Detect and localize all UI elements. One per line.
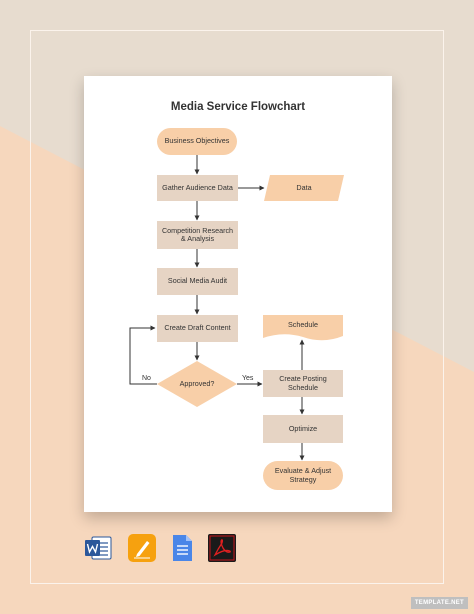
- label-approved: Approved?: [179, 378, 215, 388]
- node-optimize: [263, 415, 343, 443]
- pdf-icon[interactable]: [208, 534, 236, 562]
- label-create-posting-schedule: Create Posting Schedule: [279, 374, 327, 392]
- node-gather-audience-data: [157, 175, 238, 201]
- label-evaluate-adjust: Evaluate & Adjust Strategy: [274, 466, 332, 484]
- node-data: [264, 175, 344, 201]
- word-icon[interactable]: [84, 534, 112, 562]
- decorative-frame: [30, 30, 444, 584]
- pages-icon[interactable]: [128, 534, 156, 562]
- node-competition-research: [157, 221, 238, 249]
- label-optimize: Optimize: [288, 423, 318, 433]
- edge-label-yes: Yes: [242, 375, 254, 382]
- node-evaluate-adjust: [263, 461, 343, 490]
- label-schedule: Schedule: [288, 320, 318, 330]
- label-data: Data: [296, 182, 312, 192]
- node-create-posting-schedule: [263, 370, 343, 397]
- label-gather-audience-data: Gather Audience Data: [162, 182, 233, 192]
- edge-label-no: No: [142, 375, 151, 382]
- label-business-objectives: Business Objectives: [164, 136, 230, 146]
- node-approved: [157, 361, 237, 407]
- label-competition-research: Competition Research & Analysis: [161, 225, 234, 243]
- node-create-draft-content: [157, 315, 238, 342]
- label-create-draft-content: Create Draft Content: [164, 323, 231, 333]
- page-title: Media Service Flowchart: [170, 101, 306, 113]
- watermark: TEMPLATE.NET: [410, 597, 468, 609]
- google-docs-icon[interactable]: [168, 534, 196, 562]
- node-social-media-audit: [157, 268, 238, 295]
- connectors: [129, 155, 305, 461]
- node-schedule: [263, 315, 343, 341]
- node-business-objectives: [157, 128, 237, 155]
- edge-approved-no-loop: [129, 325, 157, 385]
- label-social-media-audit: Social Media Audit: [167, 276, 228, 286]
